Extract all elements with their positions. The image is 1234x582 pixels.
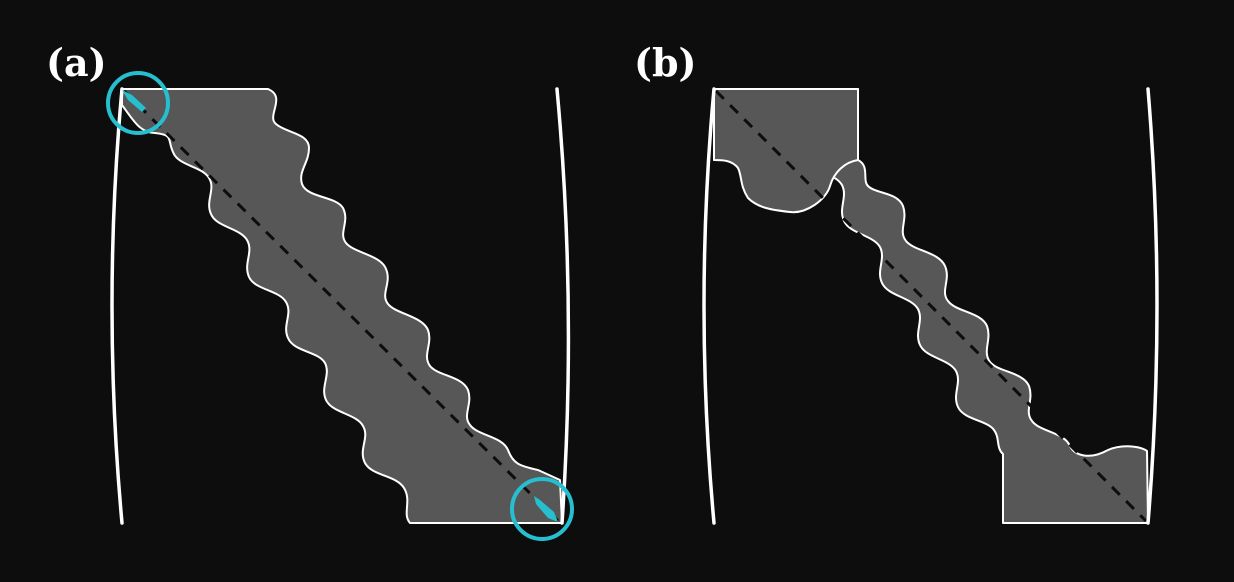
highlight-ring-bottom-right xyxy=(510,477,574,541)
panel-a: (a) xyxy=(46,40,574,541)
panel-a-left-bracket xyxy=(110,87,124,525)
highlight-ring-top-left xyxy=(106,71,170,135)
arrow-icon-top-left xyxy=(122,90,146,112)
panel-b-diagonal xyxy=(714,89,1148,523)
panel-a-right-bracket xyxy=(555,87,571,525)
panel-b-label: (b) xyxy=(634,40,697,85)
panel-a-diagonal xyxy=(122,89,560,523)
panel-b-right-bracket xyxy=(1146,87,1159,525)
panel-b: (b) xyxy=(634,40,1159,525)
panel-b-left-bracket xyxy=(702,87,716,525)
arrow-icon-bottom-right xyxy=(534,496,558,522)
panel-b-band-top xyxy=(713,88,859,214)
panel-a-label: (a) xyxy=(46,40,107,85)
corner-highlight-bottom-right xyxy=(510,477,574,541)
corner-highlight-top-left xyxy=(106,71,170,135)
